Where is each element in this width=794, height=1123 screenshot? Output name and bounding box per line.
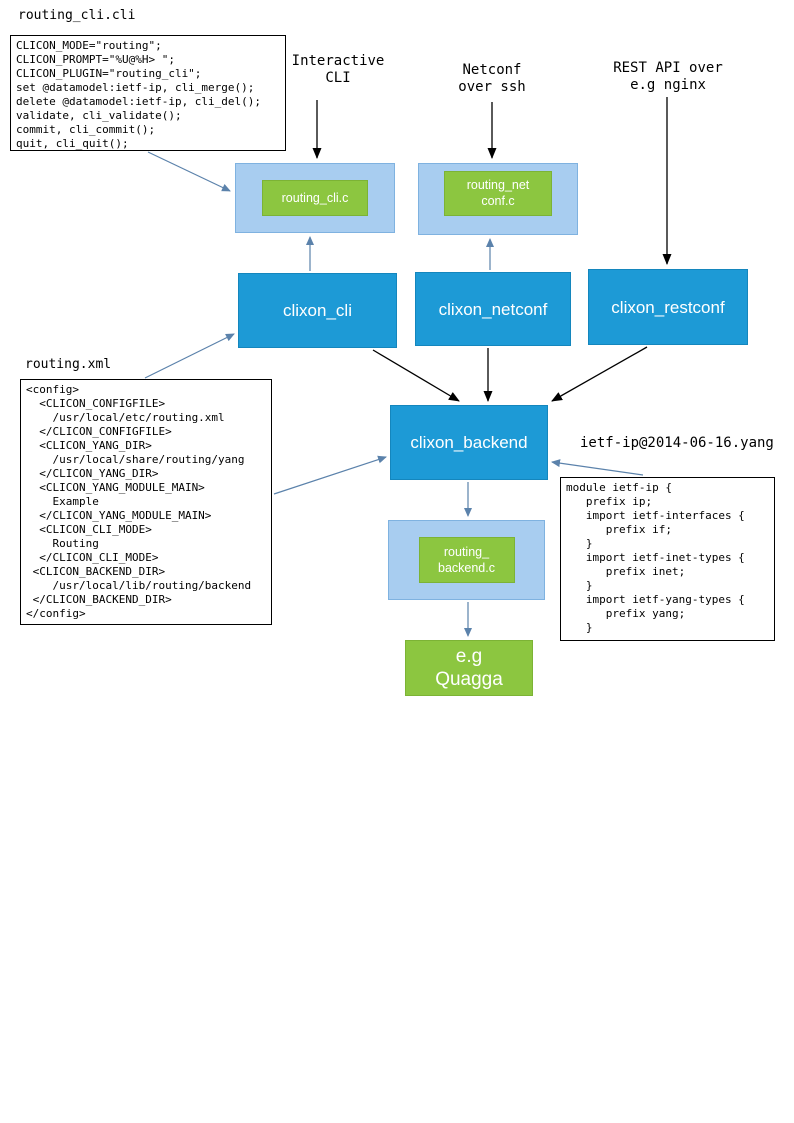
clixon-restconf-node: clixon_restconf [588, 269, 748, 345]
config-xml-code: <config> <CLICON_CONFIGFILE> /usr/local/… [20, 379, 272, 625]
arrow-config-xml-to-clixon-cli [144, 333, 235, 379]
clixon-netconf-node: clixon_netconf [415, 272, 571, 346]
rest-api-label: REST API over e.g nginx [613, 60, 723, 93]
yang-module-code: module ietf-ip { prefix ip; import ietf-… [560, 477, 775, 641]
cli-spec-title: routing_cli.cli [18, 8, 136, 23]
clixon-backend-node: clixon_backend [390, 405, 548, 480]
arrow-cli-spec-to-routing-cli-plugin [147, 151, 231, 192]
arrow-yang-module-to-clixon-backend [551, 459, 644, 476]
config-xml-title: routing.xml [25, 357, 112, 372]
interactive-cli-label: Interactive CLI [291, 53, 385, 86]
routing-backend-plugin: routing_ backend.c [418, 537, 515, 583]
cli-spec-code: CLICON_MODE="routing"; CLICON_PROMPT="%U… [10, 35, 286, 151]
quagga-node: e.g Quagga [405, 640, 533, 696]
routing-backend-plugin-box: routing_ backend.c [388, 520, 545, 600]
netconf-over-ssh-label: Netconf over ssh [458, 62, 526, 95]
routing-cli-plugin-box: routing_cli.c [235, 163, 395, 233]
yang-module-title: ietf-ip@2014-06-16.yang [580, 435, 774, 451]
routing-cli-plugin: routing_cli.c [262, 180, 368, 216]
arrow-clixon-cli-to-clixon-backend [372, 349, 460, 402]
routing-netconf-plugin-box: routing_net conf.c [418, 163, 578, 235]
routing-netconf-plugin: routing_net conf.c [444, 170, 552, 216]
clixon-cli-node: clixon_cli [238, 273, 397, 348]
arrow-clixon-restconf-to-clixon-backend [551, 346, 648, 402]
arrow-config-xml-to-clixon-backend [273, 455, 387, 495]
